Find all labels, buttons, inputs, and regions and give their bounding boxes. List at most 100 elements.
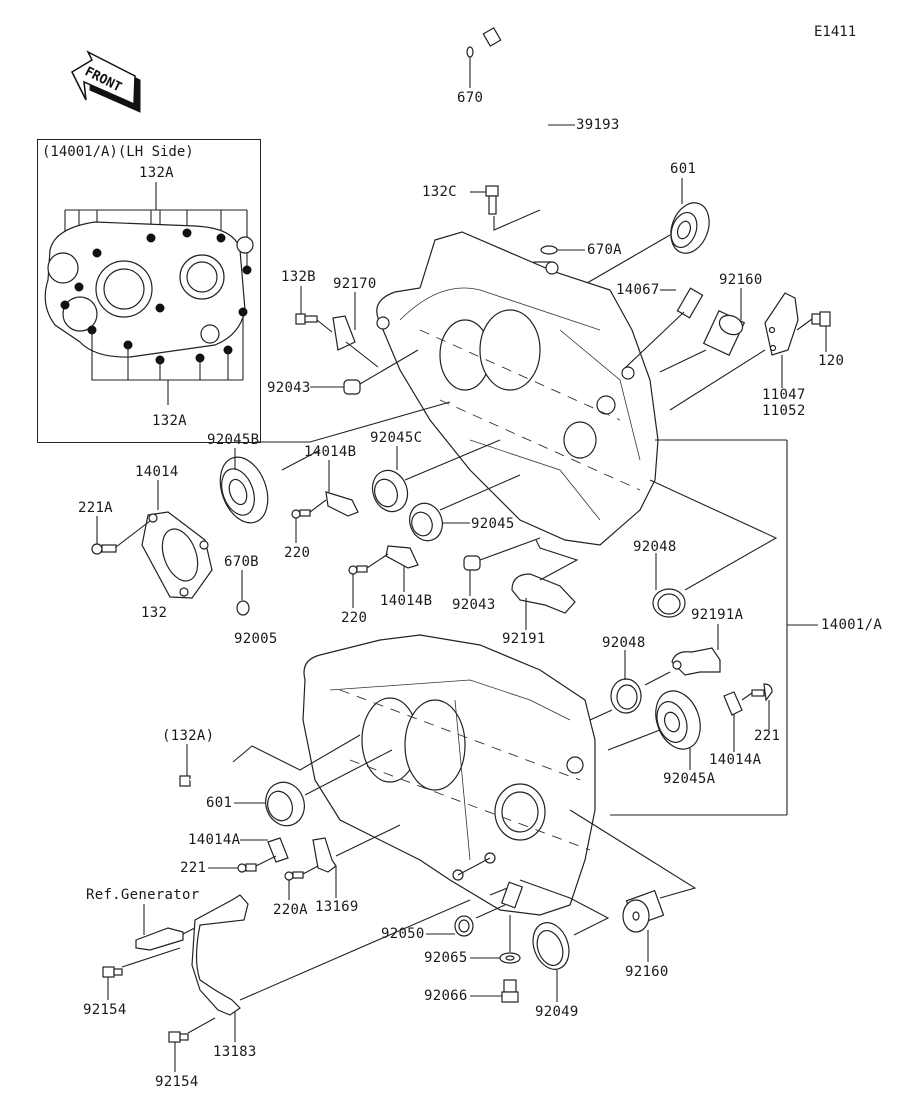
part-label-14014b-mid[interactable]: 14014B (380, 593, 433, 609)
part-label-92066[interactable]: 92066 (424, 988, 468, 1004)
part-label-132a-paren[interactable]: (132A) (162, 728, 215, 744)
part-label-92048-mid[interactable]: 92048 (602, 635, 646, 651)
dowel-92043-mid-part (463, 537, 541, 596)
lever-13169-part (312, 824, 401, 898)
screw-220-top-part (291, 499, 327, 543)
part-label-13183[interactable]: 13183 (213, 1044, 257, 1060)
part-label-92045[interactable]: 92045 (471, 516, 515, 532)
seal-92048-top-part (649, 479, 778, 618)
part-label-92048-top[interactable]: 92048 (633, 539, 677, 555)
part-label-601-bottom[interactable]: 601 (206, 795, 233, 811)
seal-92048-mid-part (589, 650, 642, 721)
part-label-670a[interactable]: 670A (587, 242, 622, 258)
plate-14014a-left-part (240, 837, 289, 863)
plug-92066-part (470, 979, 519, 1003)
part-label-92154-top[interactable]: 92154 (83, 1002, 127, 1018)
inset-crankcase-lh-side (44, 182, 254, 405)
inset-label-top: 132A (139, 165, 174, 181)
part-label-14014[interactable]: 14014 (135, 464, 179, 480)
assembly-14001a-bracket (610, 439, 818, 816)
o-ring-670a-part (540, 245, 558, 255)
part-label-92043-mid[interactable]: 92043 (452, 597, 496, 613)
part-label-221a[interactable]: 221A (78, 500, 113, 516)
part-label-14067[interactable]: 14067 (616, 282, 660, 298)
part-label-92160-top[interactable]: 92160 (719, 272, 763, 288)
seal-92049-part (519, 879, 610, 1002)
part-label-11047[interactable]: 11047 (762, 387, 806, 403)
part-label-221-right[interactable]: 221 (754, 728, 781, 744)
part-label-120[interactable]: 120 (818, 353, 845, 369)
part-label-92045a[interactable]: 92045A (663, 771, 716, 787)
inset-label-bottom: 132A (152, 413, 187, 429)
o-ring-670b-part (236, 600, 250, 616)
upper-crankcase-half (376, 231, 659, 546)
bearing-601-top-part (574, 178, 710, 291)
plate-14014b-mid-part (385, 545, 419, 592)
bolt-132a-part (179, 734, 361, 787)
part-label-13169[interactable]: 13169 (315, 899, 359, 915)
dowel-14067-part (624, 287, 704, 369)
bushing-92160-bottom-part (569, 809, 697, 962)
part-label-670b[interactable]: 670B (224, 554, 259, 570)
part-label-92005[interactable]: 92005 (234, 631, 278, 647)
screw-221-right-part (741, 683, 773, 730)
part-label-132c[interactable]: 132C (422, 184, 457, 200)
part-label-132[interactable]: 132 (141, 605, 168, 621)
bolt-92154-bottom-part (168, 1017, 216, 1072)
part-label-220-mid[interactable]: 220 (341, 610, 368, 626)
part-label-92191a[interactable]: 92191A (691, 607, 744, 623)
part-label-92049[interactable]: 92049 (535, 1004, 579, 1020)
bearing-92045b-part (219, 401, 451, 524)
screw-221a-part (91, 516, 151, 555)
bearing-92045a-part (607, 690, 701, 770)
part-label-92170[interactable]: 92170 (333, 276, 377, 292)
inset-title: (14001/A)(LH Side) (42, 144, 194, 160)
plate-14014a-right-part (723, 691, 743, 752)
screw-220-mid-part (348, 553, 389, 608)
plate-92170-part (332, 292, 379, 368)
part-label-92065[interactable]: 92065 (424, 950, 468, 966)
part-label-11052[interactable]: 11052 (762, 403, 806, 419)
bolt-132b-part (295, 286, 333, 333)
bolt-120-part (796, 311, 831, 352)
part-label-92160-bottom[interactable]: 92160 (625, 964, 669, 980)
part-label-221-left[interactable]: 221 (180, 860, 207, 876)
plate-14014b-top-part (325, 460, 359, 517)
part-label-14014a-right[interactable]: 14014A (709, 752, 762, 768)
seal-92050-part (426, 904, 506, 937)
part-label-132b[interactable]: 132B (281, 269, 316, 285)
part-label-92045c[interactable]: 92045C (370, 430, 423, 446)
part-label-601-top[interactable]: 601 (670, 161, 697, 177)
bolt-132c-part (470, 185, 541, 231)
bearing-601-bottom-part (234, 749, 393, 827)
lower-crankcase-half (302, 634, 596, 916)
washer-92065-part (470, 915, 521, 964)
part-label-92191[interactable]: 92191 (502, 631, 546, 647)
part-label-14014b-top[interactable]: 14014B (304, 444, 357, 460)
part-label-39193[interactable]: 39193 (576, 117, 620, 133)
bracket-11047-part (669, 292, 799, 411)
bearing-92045c-part (371, 439, 501, 513)
screw-220a-part (284, 865, 319, 900)
part-label-92050[interactable]: 92050 (381, 926, 425, 942)
part-label-14014a-left[interactable]: 14014A (188, 832, 241, 848)
bushing-92160-top-part (659, 288, 746, 373)
part-label-92045b[interactable]: 92045B (207, 432, 260, 448)
plate-14014-part (141, 480, 213, 599)
screw-221-left-part (208, 855, 277, 873)
part-label-92154-bottom[interactable]: 92154 (155, 1074, 199, 1090)
bracket-13183-part (191, 894, 471, 1042)
part-label-220a[interactable]: 220A (273, 902, 308, 918)
part-label-14001a[interactable]: 14001/A (821, 617, 883, 633)
oil-pipe-part (466, 27, 575, 275)
bearing-92045-part (409, 474, 521, 542)
part-label-92043-top[interactable]: 92043 (267, 380, 311, 396)
part-label-220-top[interactable]: 220 (284, 545, 311, 561)
part-label-670[interactable]: 670 (457, 90, 484, 106)
dowel-92043-top-part (310, 349, 419, 395)
part-label-ref-generator[interactable]: Ref.Generator (86, 887, 200, 903)
elbow-92191-part (511, 539, 579, 630)
front-arrow-icon: FRONT (71, 50, 141, 113)
